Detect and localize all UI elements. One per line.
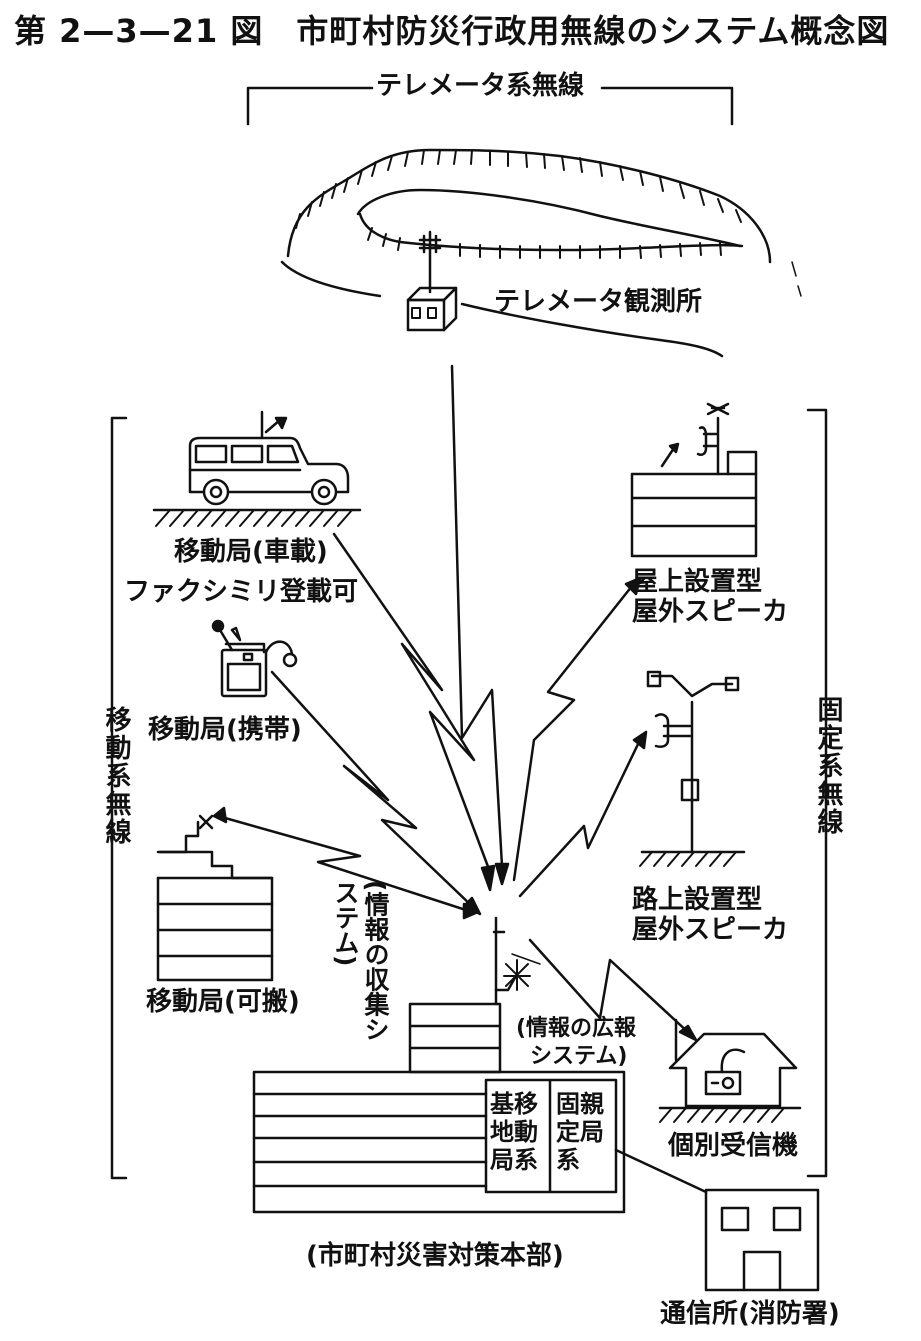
comm-station-icon: [614, 1148, 820, 1292]
valley-line: [356, 188, 742, 248]
hq-label: (市町村災害対策本部): [306, 1241, 564, 1271]
fixed-bracket: [806, 408, 828, 1178]
telemeter-system-label: テレメータ系無線: [376, 71, 585, 101]
fax-capable-label: ファクシミリ登載可: [124, 577, 359, 607]
road-speaker-label-1: 路上設置型: [632, 885, 763, 915]
mobile-portable-label: 移動局(可搬): [146, 987, 300, 1017]
mobile-vehicle-label: 移動局(車載): [174, 537, 328, 567]
rooftop-speaker-label-1: 屋上設置型: [632, 567, 763, 597]
road-speaker-label-2: 屋外スピーカ: [632, 915, 789, 945]
rooftop-speaker-icon: [630, 402, 758, 558]
portable-station-icon: [156, 814, 274, 982]
rooftop-speaker-label-2: 屋外スピーカ: [632, 597, 789, 627]
vehicle-icon: [152, 410, 362, 527]
telemeter-station-label: テレメータ観測所: [494, 287, 703, 317]
individual-receiver-label: 個別受信機: [668, 1131, 799, 1161]
road-speaker-icon: [639, 670, 746, 867]
comm-station-label: 通信所(消防署): [660, 1299, 840, 1329]
fixed-system-label: 固定系無線: [813, 696, 843, 836]
individual-receiver-icon: [658, 1018, 802, 1123]
parent-station-label: 固親定局系: [556, 1090, 604, 1174]
hq-building-icon: [252, 916, 626, 1214]
ground-line: [280, 260, 724, 358]
telemeter-station-icon: [406, 230, 458, 332]
page-title: 第 2—3—21 図 市町村防災行政用無線のシステム概念図: [14, 12, 890, 50]
info-broadcast-label-1: (情報の広報: [516, 1016, 637, 1041]
mountain-ridge: [286, 148, 772, 264]
telemeter-bracket: [246, 86, 734, 126]
mobile-handheld-label: 移動局(携帯): [148, 715, 302, 745]
radio-links: [212, 364, 698, 1042]
mobile-system-label: 移動系無線: [101, 706, 131, 846]
base-station-label: 基移地動局系: [490, 1090, 538, 1174]
mobile-bracket: [110, 416, 128, 1180]
valley-lower: [358, 212, 744, 252]
mountain-hatching: [295, 149, 742, 229]
handheld-radio-icon: [211, 619, 298, 698]
info-broadcast-label-2: システム): [530, 1044, 628, 1069]
info-collection-label: (情報の収集システム): [331, 880, 390, 1042]
